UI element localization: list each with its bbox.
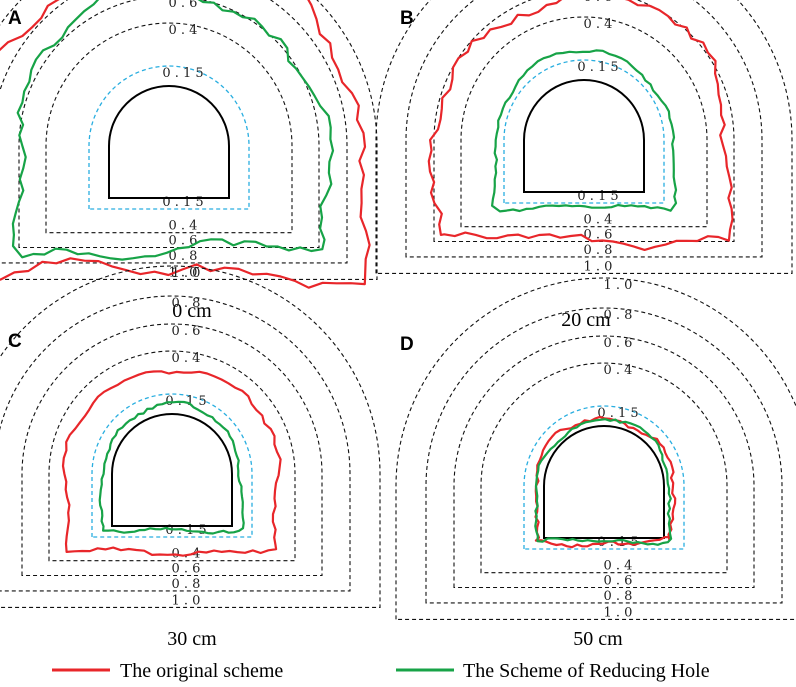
panel-a-contour-labels: 1 . 01 . 00 . 80 . 80 . 60 . 60 . 40 . 4…	[162, 0, 203, 280]
panel-d-original-scheme-boundary	[534, 415, 677, 549]
contour-label-bottom: 0 . 6	[172, 562, 201, 577]
contour-label-top: 1 . 0	[604, 278, 633, 293]
panel-c-caption: 30 cm	[167, 628, 217, 650]
contour-label-bottom: 1 . 0	[604, 605, 633, 620]
contour-label-bottom: 0 . 8	[172, 577, 201, 592]
contour-label-top: 0 . 6	[604, 336, 633, 351]
panel-b-tunnel-outline	[523, 79, 645, 193]
panel-c-tunnel-outline	[111, 413, 233, 527]
contour-label-bottom: 1 . 0	[172, 593, 201, 608]
panel-a-contour-rings	[0, 0, 378, 280]
contour-label-bottom: 1 . 0	[584, 259, 613, 274]
panel-b: B 1 . 01 . 00 . 80 . 80 . 60 . 60 . 40 .…	[375, 0, 793, 331]
contour-label-top: 0 . 6	[584, 0, 613, 5]
contour-ring-0-8	[0, 0, 348, 264]
contour-ring-0-8	[405, 0, 763, 258]
contour-ring-0-4	[460, 16, 708, 228]
panel-b-reducing-hole-boundary	[491, 49, 678, 213]
panel-letter-d: D	[400, 334, 414, 355]
panel-b-contour-rings	[375, 0, 793, 274]
contour-label-bottom: 0 . 6	[604, 574, 633, 589]
contour-label-bottom: 1 . 0	[169, 265, 198, 280]
panel-c-original-scheme-boundary	[61, 370, 282, 557]
contour-label-top: 0 . 6	[169, 0, 198, 11]
contour-ring-1-0	[0, 0, 378, 280]
contour-ring-0-15	[91, 393, 253, 538]
contour-ring-0-15	[503, 59, 665, 204]
contour-label-top: 0 . 1 5	[162, 66, 203, 81]
panel-a-reducing-hole-boundary	[11, 0, 335, 261]
legend-original-label: The original scheme	[120, 660, 283, 682]
contour-ring-0-4	[45, 22, 293, 234]
contour-ring-0-6	[453, 335, 755, 589]
contour-ring-0-6	[21, 323, 323, 577]
contour-label-bottom: 0 . 4	[584, 213, 613, 228]
contour-ring-0-8	[425, 307, 783, 604]
panel-a: A 1 . 01 . 00 . 80 . 80 . 60 . 60 . 40 .…	[0, 0, 378, 322]
contour-ring-1-0	[375, 0, 793, 274]
panel-a-original-scheme-boundary	[0, 0, 371, 289]
contour-label-bottom: 0 . 6	[169, 234, 198, 249]
panel-c: C 1 . 01 . 00 . 80 . 80 . 60 . 60 . 40 .…	[0, 265, 381, 650]
panel-d-contour-labels: 1 . 01 . 00 . 80 . 80 . 60 . 60 . 40 . 4…	[597, 278, 638, 620]
contour-ring-0-4	[48, 350, 296, 562]
panel-letter-a: A	[8, 8, 22, 29]
contour-ring-0-15	[88, 65, 250, 210]
panel-d-caption: 50 cm	[573, 628, 623, 650]
panel-d-tunnel-outline	[543, 425, 665, 539]
contour-ring-0-8	[0, 295, 351, 592]
panel-letter-c: C	[8, 331, 22, 352]
panel-b-contour-labels: 1 . 01 . 00 . 80 . 80 . 60 . 60 . 40 . 4…	[577, 0, 618, 274]
panel-a-caption: 0 cm	[172, 300, 212, 322]
contour-ring-0-6	[18, 0, 320, 249]
panel-a-tunnel-outline	[108, 85, 230, 199]
contour-label-bottom: 0 . 4	[604, 559, 633, 574]
contour-label-top: 0 . 4	[584, 17, 613, 32]
panel-c-contour-rings	[0, 265, 381, 608]
contour-label-top: 0 . 6	[172, 324, 201, 339]
contour-label-top: 0 . 1 5	[597, 406, 638, 421]
panel-d-reducing-hole-boundary	[534, 418, 673, 546]
contour-label-bottom: 0 . 4	[169, 219, 198, 234]
contour-label-top: 0 . 4	[169, 23, 198, 38]
contour-label-bottom: 0 . 8	[604, 589, 633, 604]
contour-label-top: 0 . 1 5	[577, 60, 618, 75]
contour-ring-0-4	[480, 362, 728, 574]
contour-label-top: 0 . 4	[172, 351, 201, 366]
legend: The original scheme The Scheme of Reduci…	[52, 660, 710, 682]
panel-letter-b: B	[400, 8, 414, 29]
panel-d: D 1 . 01 . 00 . 80 . 80 . 60 . 60 . 40 .…	[395, 277, 796, 650]
contour-label-bottom: 0 . 8	[584, 243, 613, 258]
contour-label-top: 0 . 8	[172, 296, 201, 311]
contour-ring-0-15	[523, 405, 685, 550]
contour-label-top: 0 . 8	[604, 308, 633, 323]
contour-label-bottom: 0 . 6	[584, 228, 613, 243]
contour-label-top: 0 . 4	[604, 363, 633, 378]
contour-ring-0-6	[433, 0, 735, 243]
contour-label-bottom: 0 . 8	[169, 249, 198, 264]
panel-b-caption: 20 cm	[561, 309, 611, 331]
contour-ring-1-0	[0, 265, 381, 608]
panel-b-original-scheme-boundary	[427, 0, 734, 251]
legend-reducing-label: The Scheme of Reducing Hole	[463, 660, 710, 682]
contour-label-top: 1 . 0	[172, 266, 201, 281]
panel-c-reducing-hole-boundary	[98, 400, 245, 535]
